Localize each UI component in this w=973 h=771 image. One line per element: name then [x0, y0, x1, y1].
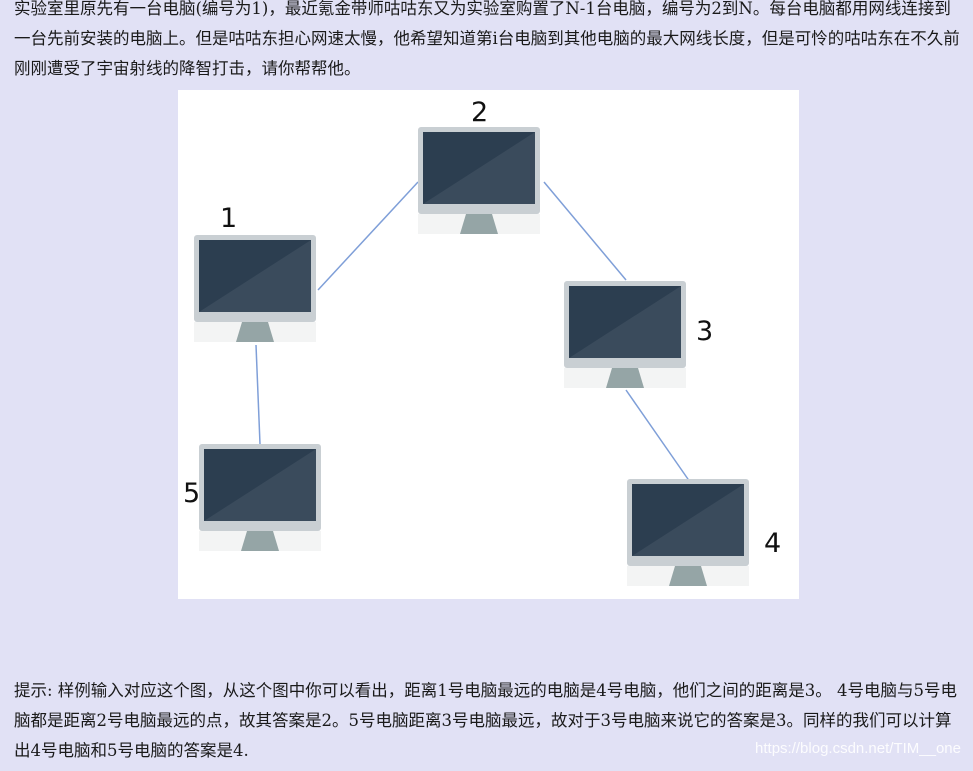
computer-4-monitor-icon — [627, 479, 749, 586]
node-label-3: 3 — [696, 316, 713, 347]
cable-1-2 — [317, 181, 419, 291]
computer-3-monitor-icon — [564, 281, 686, 388]
node-label-5: 5 — [183, 478, 200, 509]
hint-text: 提示: 样例输入对应这个图，从这个图中你可以看出，距离1号电脑最远的电脑是4号电… — [14, 681, 958, 760]
problem-description: 实验室里原先有一台电脑(编号为1)，最近氪金带师咕咕东又为实验室购置了N-1台电… — [14, 0, 960, 78]
node-labels: 1 2 3 4 5 — [183, 97, 781, 559]
computer-1-monitor-icon — [194, 235, 316, 342]
node-label-1: 1 — [220, 203, 237, 234]
cable-3-4 — [625, 389, 691, 483]
node-label-4: 4 — [764, 528, 781, 559]
computer-5-monitor-icon — [199, 444, 321, 551]
watermark: https://blog.csdn.net/TIM__one — [755, 740, 961, 757]
network-cables — [255, 181, 691, 483]
node-label-2: 2 — [471, 97, 488, 128]
cable-1-5 — [255, 344, 261, 445]
computer-2-monitor-icon — [418, 127, 540, 234]
network-diagram: 1 2 3 4 5 — [178, 90, 799, 599]
cable-2-3 — [543, 181, 627, 281]
network-diagram-svg: 1 2 3 4 5 — [183, 97, 781, 586]
